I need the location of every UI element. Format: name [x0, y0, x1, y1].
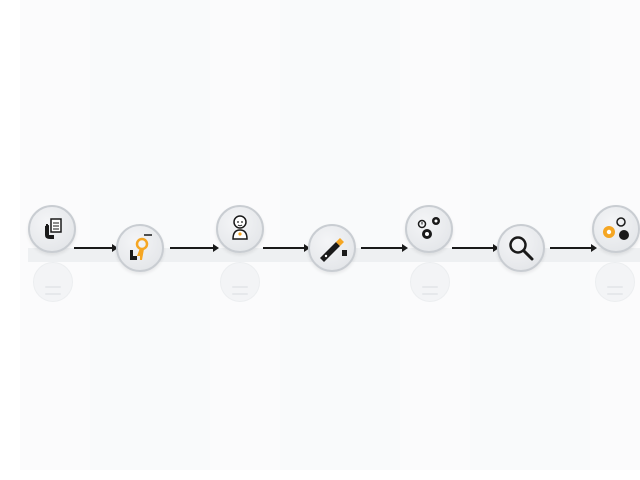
gears-icon [417, 217, 440, 239]
step-node-2 [116, 224, 164, 272]
reflection-line [45, 286, 61, 288]
reflection-line [232, 286, 248, 288]
node-reflection [33, 262, 73, 302]
connector-arrow [263, 244, 310, 252]
step-node-4 [308, 224, 356, 272]
reflection-line [422, 286, 438, 288]
key-lock-icon [130, 234, 152, 260]
step-node-7 [592, 205, 640, 253]
usb-drive-icon [320, 238, 347, 262]
reflection-line [607, 293, 623, 295]
connector-arrow [452, 244, 499, 252]
person-icon [232, 215, 248, 240]
connector-arrow [361, 244, 408, 252]
magnifier-icon [509, 236, 534, 261]
node-reflection [220, 262, 260, 302]
step-node-3 [216, 205, 264, 253]
reflection-line [232, 293, 248, 295]
step-node-1 [28, 205, 76, 253]
reflection-line [422, 293, 438, 295]
reflection-line [607, 286, 623, 288]
documents-hand-icon [45, 218, 62, 239]
connector-arrow [170, 244, 219, 252]
diagram-canvas [20, 0, 640, 470]
reflection-line [45, 293, 61, 295]
gear-settings-icon [603, 217, 629, 240]
connector-arrow [550, 244, 597, 252]
node-reflection [410, 262, 450, 302]
step-node-5 [405, 205, 453, 253]
step-node-6 [497, 224, 545, 272]
connector-arrow [74, 244, 118, 252]
node-reflection [595, 262, 635, 302]
